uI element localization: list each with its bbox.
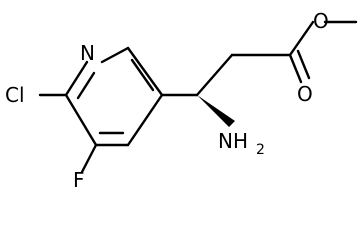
atom-label-nitrogen: N xyxy=(80,41,95,65)
bond-carbonyl-o-double-1 xyxy=(288,53,303,84)
bond-c5-f xyxy=(80,143,98,174)
bond-c3-c4 xyxy=(126,93,164,147)
atom-label-ester-oxygen: O xyxy=(313,9,329,33)
bond-n1-c2 xyxy=(100,46,130,64)
bond-chiral-ch2 xyxy=(195,53,234,97)
bond-carbonyl-ester-o xyxy=(288,20,315,57)
pyridine-ring xyxy=(64,46,164,147)
atom-label-chlorine: Cl xyxy=(5,83,25,107)
chemical-structure: N Cl F O O NH 2 xyxy=(5,9,358,192)
wedge-bond-chiral-amine xyxy=(197,95,235,127)
bond-carbonyl-o-double-2 xyxy=(296,49,311,80)
atom-label-fluorine: F xyxy=(73,168,85,192)
bond-c2-c3-inner xyxy=(130,58,155,92)
bond-c6-n1 xyxy=(64,60,89,97)
bond-c6-n1-inner xyxy=(76,71,96,100)
atom-label-amine-subscript: 2 xyxy=(256,142,265,158)
atom-label-carbonyl-oxygen: O xyxy=(297,82,313,106)
atom-label-amine: NH xyxy=(218,129,248,153)
bond-c5-c6 xyxy=(64,93,98,147)
bond-c2-c3 xyxy=(126,46,164,97)
